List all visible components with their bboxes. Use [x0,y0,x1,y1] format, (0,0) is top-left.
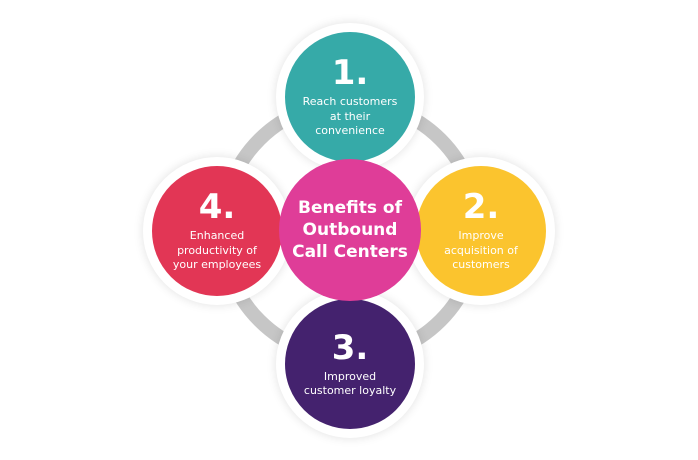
benefit-text: Enhanced productivity of your employees [172,229,262,272]
benefit-node-3: 3. Improved customer loyalty [276,290,424,438]
benefit-node-1: 1. Reach customers at their convenience [276,23,424,171]
benefit-text: Improve acquisition of customers [444,229,518,272]
benefit-node-4: 4. Enhanced productivity of your employe… [143,157,291,305]
benefit-number: 1. [331,53,369,94]
center-hub: Benefits of Outbound Call Centers [279,159,421,301]
benefit-number: 3. [331,327,369,368]
benefit-node-2: 2. Improve acquisition of customers [407,157,555,305]
benefit-number: 2. [462,187,500,228]
center-title: Benefits of Outbound Call Centers [292,198,408,262]
benefit-number: 4. [198,187,236,228]
benefit-text: Reach customers at their convenience [302,95,398,138]
benefit-text: Improved customer loyalty [303,369,397,398]
